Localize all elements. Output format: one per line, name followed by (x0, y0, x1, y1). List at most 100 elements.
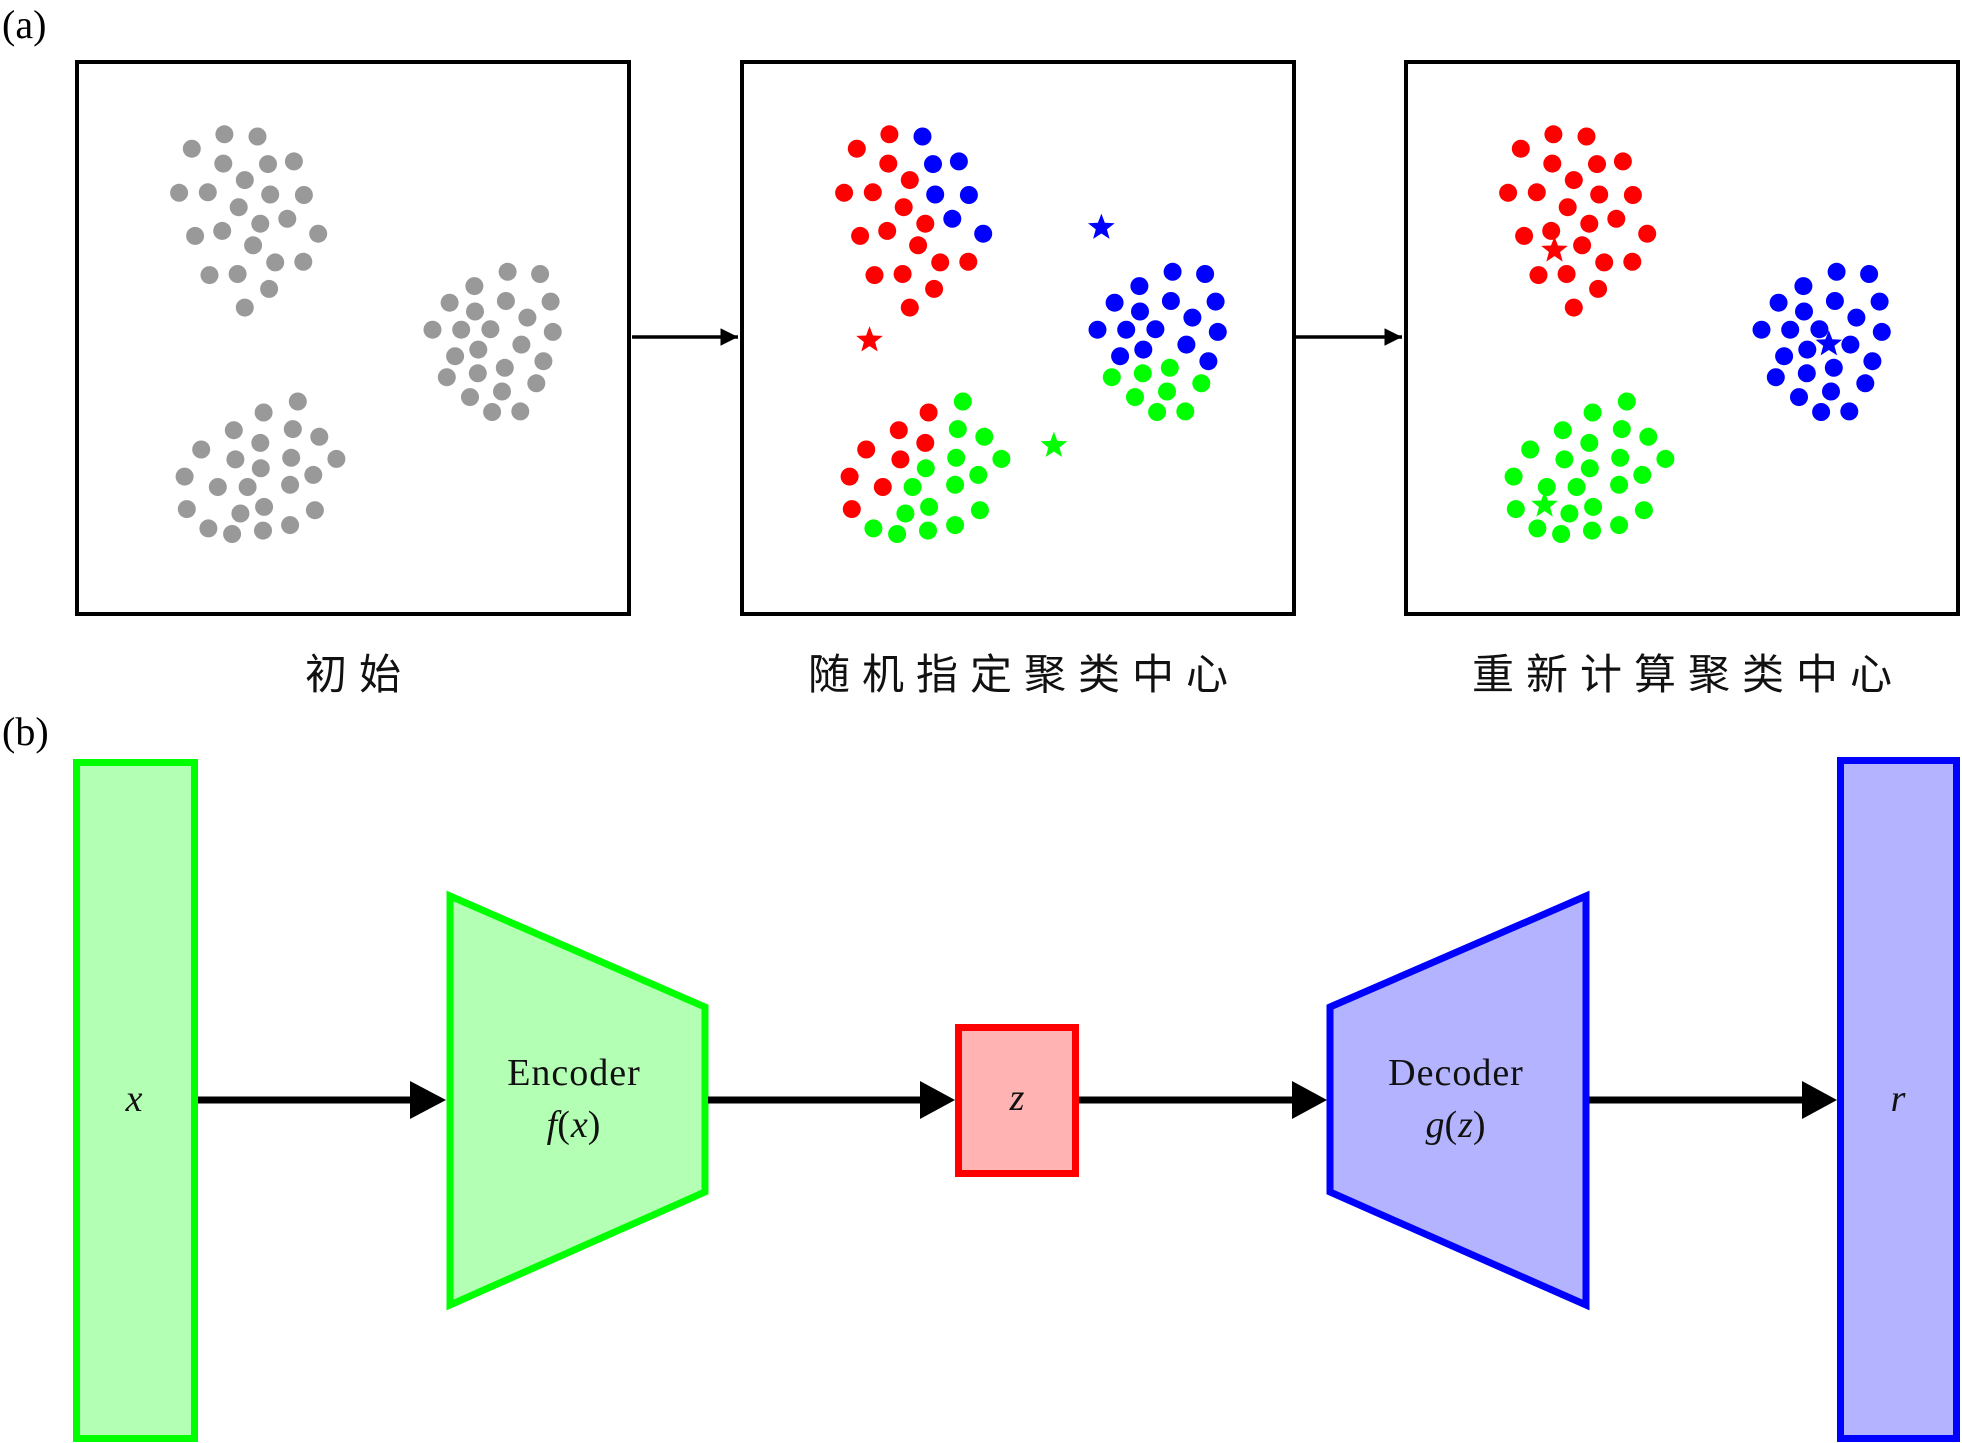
centroid-star-icon (856, 326, 883, 352)
data-point (864, 519, 883, 538)
decoder-block (1326, 890, 1590, 1311)
data-point (543, 322, 562, 341)
data-point (1790, 388, 1808, 407)
data-point (1528, 519, 1547, 538)
data-point (879, 154, 898, 173)
point-layer (835, 125, 1227, 543)
data-point (512, 335, 531, 354)
data-point (1543, 154, 1562, 173)
data-point (251, 459, 270, 478)
data-point (1130, 277, 1149, 296)
data-point (192, 440, 211, 459)
data-point (970, 501, 989, 520)
data-point (1752, 320, 1771, 339)
data-point (254, 521, 272, 540)
data-point (1564, 171, 1583, 190)
data-point (254, 403, 273, 422)
data-point (893, 265, 912, 283)
data-point (1798, 340, 1817, 359)
data-point (1583, 521, 1601, 540)
centroid-layer (856, 213, 1115, 457)
decoder-function: g(z) (1425, 1104, 1486, 1146)
data-point (531, 265, 550, 283)
panel-caption: 重新计算聚类中心 (1472, 650, 1904, 699)
data-point (1515, 226, 1534, 245)
data-point (1822, 382, 1840, 401)
data-point (1781, 320, 1800, 339)
data-point (926, 185, 945, 204)
data-point (900, 171, 919, 190)
data-point (294, 186, 313, 204)
data-point (235, 171, 254, 190)
data-point (1872, 322, 1891, 341)
data-point (282, 448, 301, 467)
arrow-encoder-to-latent-head (920, 1081, 955, 1119)
panel-label-a: (a) (2, 2, 46, 47)
data-point (840, 467, 859, 486)
data-point (527, 374, 546, 393)
panel-frame (75, 60, 631, 616)
encoder-func-arg: x (570, 1104, 588, 1146)
data-point (288, 392, 307, 411)
data-point (283, 420, 302, 439)
data-point (1567, 478, 1586, 496)
data-point (541, 292, 560, 311)
data-point (953, 392, 972, 411)
data-point (1161, 292, 1180, 310)
data-point (1795, 302, 1813, 321)
input-label: x (125, 1078, 143, 1120)
data-point (231, 504, 250, 523)
arrow-latent-to-decoder-head (1292, 1081, 1327, 1119)
centroid-star-icon (1040, 431, 1068, 457)
data-point (889, 421, 908, 440)
data-point (255, 497, 274, 516)
data-point (920, 497, 939, 516)
data-point (1555, 450, 1574, 469)
data-point (946, 516, 965, 535)
data-point (1810, 320, 1829, 339)
data-point (1794, 277, 1813, 296)
arrow-decoder-to-output-head (1802, 1081, 1837, 1119)
data-point (1192, 374, 1211, 393)
data-point (1610, 516, 1629, 535)
data-point (865, 266, 884, 285)
data-point (266, 253, 285, 272)
data-point (1860, 265, 1879, 283)
data-point (1840, 402, 1859, 421)
decoder-func-arg: z (1457, 1104, 1473, 1146)
data-point (437, 368, 456, 387)
data-point (1544, 125, 1563, 144)
point-layer (170, 125, 562, 543)
data-point (1158, 382, 1176, 401)
encoder-block (446, 890, 709, 1311)
data-point (1633, 465, 1652, 484)
centroid-star-icon (1088, 213, 1115, 239)
output-label: r (1891, 1078, 1906, 1120)
data-point (1580, 459, 1599, 478)
data-point (1824, 358, 1843, 377)
data-point (423, 320, 442, 339)
data-point (466, 302, 484, 321)
input-block (73, 759, 198, 1442)
decoder-func-name: g (1425, 1104, 1444, 1146)
data-point (847, 139, 866, 158)
data-point (1607, 209, 1626, 228)
data-point (1588, 155, 1606, 174)
data-point (947, 448, 966, 467)
data-point (440, 293, 459, 312)
data-point (238, 478, 257, 496)
data-point (1542, 221, 1561, 240)
data-point (851, 226, 870, 245)
panel-caption: 随机指定聚类中心 (808, 650, 1240, 699)
data-point (925, 279, 944, 298)
data-point (969, 465, 988, 484)
data-point (1613, 152, 1632, 171)
data-point (1208, 322, 1227, 341)
data-point (177, 500, 196, 519)
data-point (1105, 293, 1124, 312)
data-point (327, 449, 346, 468)
data-point (208, 478, 227, 496)
centroid-star-icon (1541, 236, 1568, 262)
centroid-layer (1531, 236, 1843, 517)
data-point (975, 427, 994, 446)
